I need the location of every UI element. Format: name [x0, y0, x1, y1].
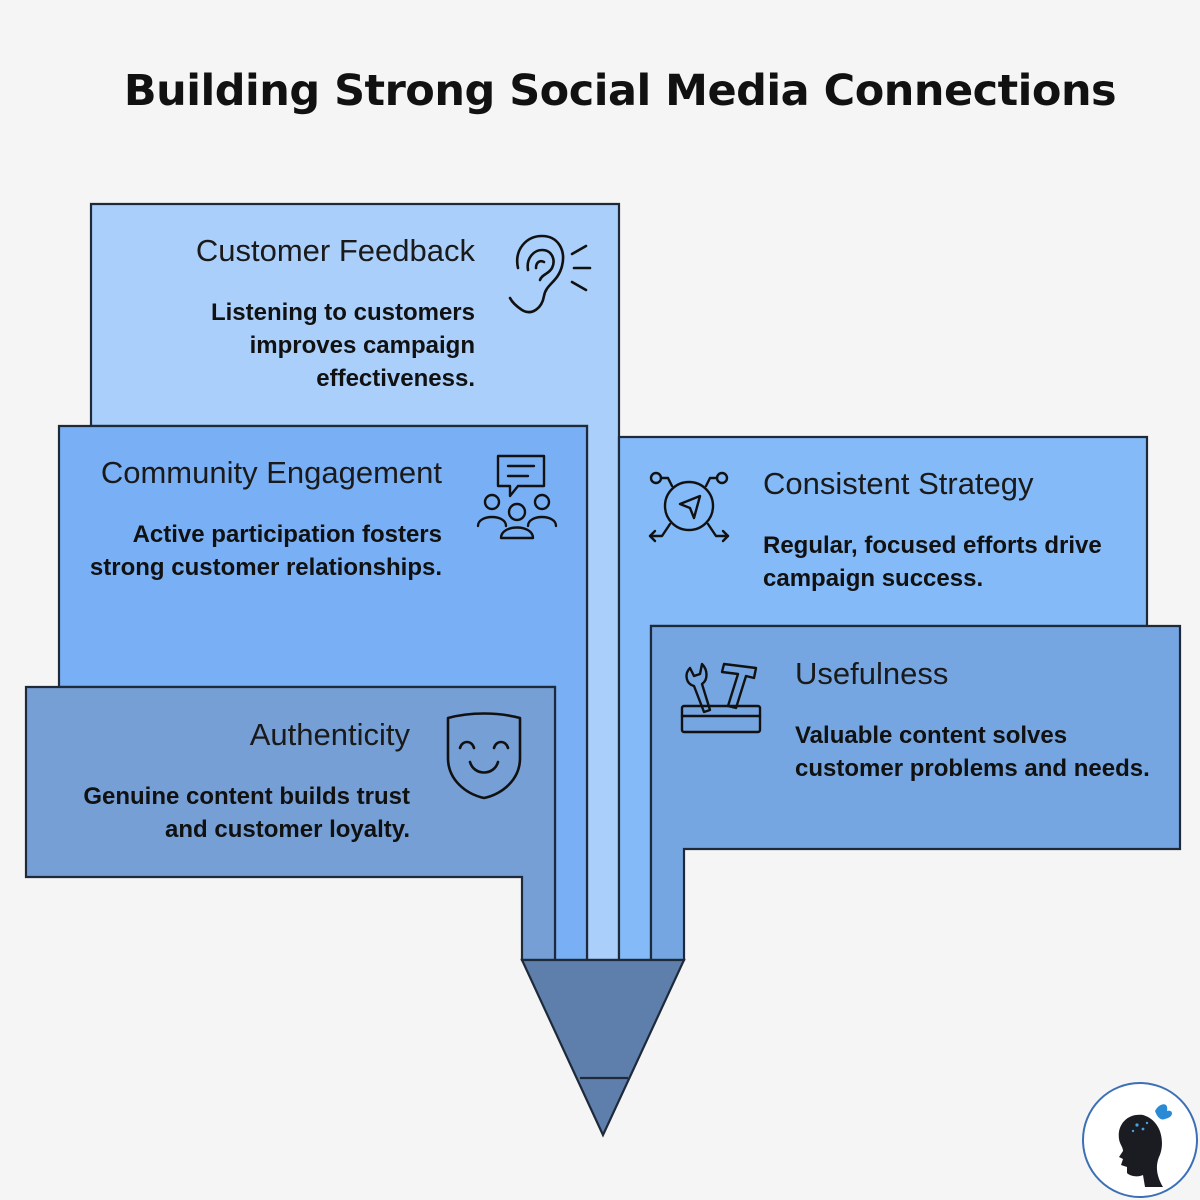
card-usefulness-title: Usefulness: [795, 656, 949, 691]
smiling-mask-icon: [446, 712, 522, 800]
card-strategy-description: Regular, focused efforts drive campaign …: [763, 532, 1102, 592]
card-feedback-title: Customer Feedback: [195, 233, 475, 268]
card-authenticity-title: Authenticity: [249, 717, 410, 752]
community-chat-icon: [476, 454, 558, 540]
card-strategy: Consistent Strategy Regular, focused eff…: [763, 465, 1123, 595]
pencil-tip: [520, 958, 686, 1138]
card-authenticity-description: Genuine content builds trust and custome…: [83, 783, 410, 843]
card-usefulness: Usefulness Valuable content solves custo…: [795, 655, 1155, 785]
card-strategy-title: Consistent Strategy: [763, 466, 1034, 501]
card-community-title: Community Engagement: [100, 455, 442, 490]
card-feedback: Customer Feedback Listening to customers…: [100, 232, 475, 395]
ear-icon: [508, 234, 592, 314]
card-community: Community Engagement Active participatio…: [80, 454, 442, 584]
strategy-compass-icon: [648, 471, 730, 543]
card-feedback-description: Listening to customers improves campaign…: [210, 299, 475, 392]
card-usefulness-description: Valuable content solves customer problem…: [795, 722, 1150, 782]
tools-icon: [680, 662, 762, 734]
card-authenticity: Authenticity Genuine content builds trus…: [40, 716, 410, 846]
butterfly-silhouette-logo-icon: [1082, 1082, 1198, 1198]
card-community-description: Active participation fosters strong cust…: [89, 521, 442, 581]
page-title: Building Strong Social Media Connections: [123, 66, 1117, 116]
